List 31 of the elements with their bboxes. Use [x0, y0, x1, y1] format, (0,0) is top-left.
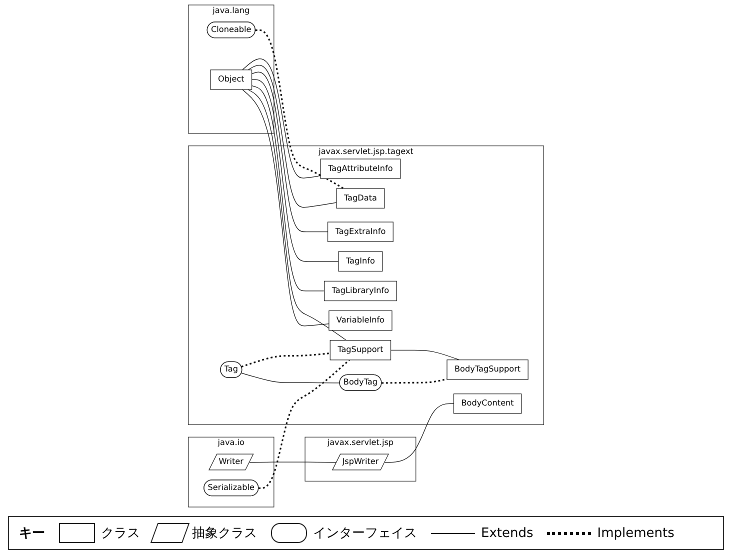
- node-box: VariableInfo: [328, 310, 392, 331]
- connector: [251, 85, 325, 292]
- connector: [251, 79, 339, 262]
- node-box: TagLibraryInfo: [324, 280, 397, 302]
- legend-label: 抽象クラス: [192, 525, 257, 542]
- legend-label: Implements: [597, 526, 674, 540]
- connector: [242, 58, 321, 178]
- connector: [241, 372, 340, 384]
- connector: [241, 352, 330, 368]
- node-box: TagExtraInfo: [327, 222, 394, 242]
- legend-label: クラス: [101, 525, 140, 542]
- connector: [248, 64, 337, 208]
- node-box: TagAttributeInfo: [320, 158, 401, 179]
- connector: [390, 350, 460, 360]
- legend-label: Extends: [481, 526, 534, 540]
- node-box: TagInfo: [338, 251, 383, 272]
- legend-heading: キー: [19, 525, 45, 542]
- legend-label: インターフェイス: [313, 525, 417, 542]
- node-box: TagSupport: [330, 340, 392, 360]
- node-box: TagData: [336, 188, 385, 208]
- connector: [242, 89, 330, 326]
- node-box: BodyContent: [453, 394, 522, 414]
- connector: [382, 378, 448, 384]
- connector: [258, 359, 350, 489]
- connector: [384, 403, 454, 463]
- connector: [251, 72, 328, 232]
- node-box: BodyTagSupport: [446, 360, 528, 380]
- node-box: Object: [210, 70, 252, 90]
- connector: [249, 462, 338, 463]
- connector: [248, 89, 347, 341]
- connector: [255, 29, 344, 190]
